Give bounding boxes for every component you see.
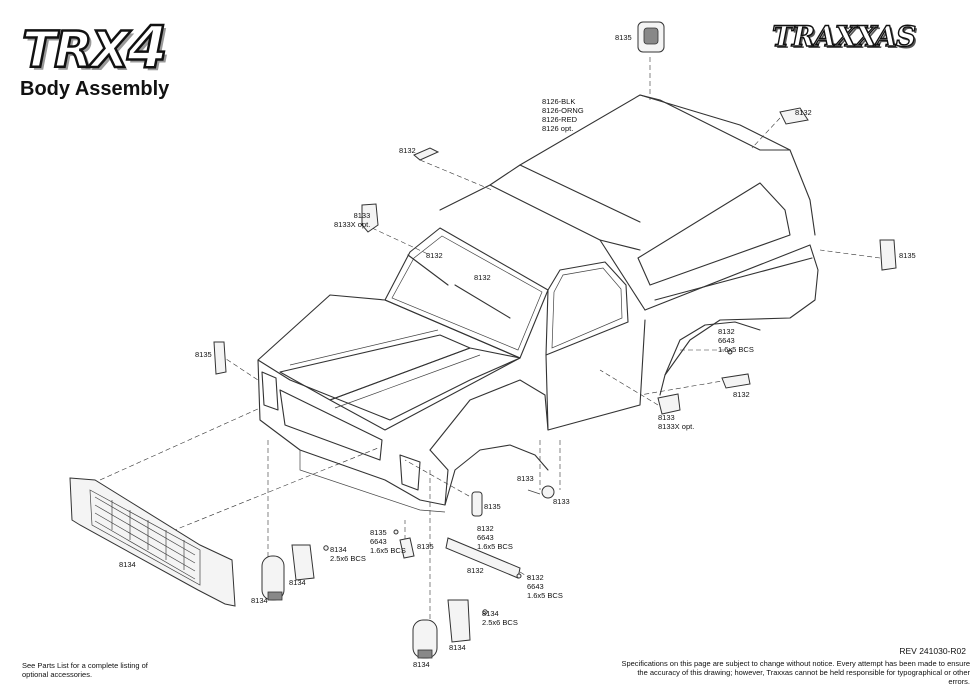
disclaimer-note: Specifications on this page are subject … [621,659,970,686]
trx4-logo-letters: TRX [21,21,131,79]
label-8132-top-left: 8132 [399,146,416,155]
label-8134-bracket-b: 8134 [449,643,466,652]
wiper-parts [407,254,511,319]
small-parts [69,21,897,659]
leader-lines [99,57,881,620]
label-8135-right-light: 8135 [899,251,916,260]
label-8133-small-b: 8133 [553,497,570,506]
label-8135-front-marker: 8135 [484,502,501,511]
label-8135-front-light: 8135 [417,542,434,551]
label-8132-side-handle: 8132 [733,390,750,399]
label-8132-bar-hardware: 8132 6643 1.6x5 BCS [477,524,513,551]
label-8133-mirror-right: 8133 8133X opt. [658,413,695,431]
label-8133-mirror-left: 8133 8133X opt. [334,211,371,229]
revision-number: REV 241030-R02 [899,646,966,656]
page-title: Body Assembly [20,78,170,100]
label-8135-top-light: 8135 [615,33,632,42]
label-8134-hardware-a: 8134 2.5x6 BCS [330,545,366,563]
label-8132-bar: 8132 [467,566,484,575]
label-8134-grille: 8134 [119,560,136,569]
label-8132-bar-hardware-2: 8132 6643 1.6x5 BCS [527,573,563,600]
label-8135-left-light: 8135 [195,350,212,359]
label-8132-wiper-left: 8132 [426,251,443,260]
parts-list-note: See Parts List for a complete listing of… [22,661,148,679]
label-8134-hardware-b: 8134 2.5x6 BCS [482,609,518,627]
label-8126-body: 8126-BLK 8126-ORNG 8126-RED 8126 opt. [542,97,584,133]
label-8132-top-right: 8132 [795,108,812,117]
label-8134-bracket-a: 8134 [289,578,306,587]
label-8133-small-a: 8133 [517,474,534,483]
label-8134-headlight-b: 8134 [413,660,430,669]
label-8134-headlight-a: 8134 [251,596,268,605]
traxxas-logo: TRAXXAS [771,19,917,53]
label-8135-front-hardware: 8135 6643 1.6x5 BCS [370,528,406,555]
label-8132-wiper-right: 8132 [474,273,491,282]
label-8132-side-hardware: 8132 6643 1.6x5 BCS [718,327,754,354]
trx4-logo-number: 4 [126,13,169,81]
trx4-logo: TRX4 [21,17,169,78]
truck-body-shell [257,94,819,513]
